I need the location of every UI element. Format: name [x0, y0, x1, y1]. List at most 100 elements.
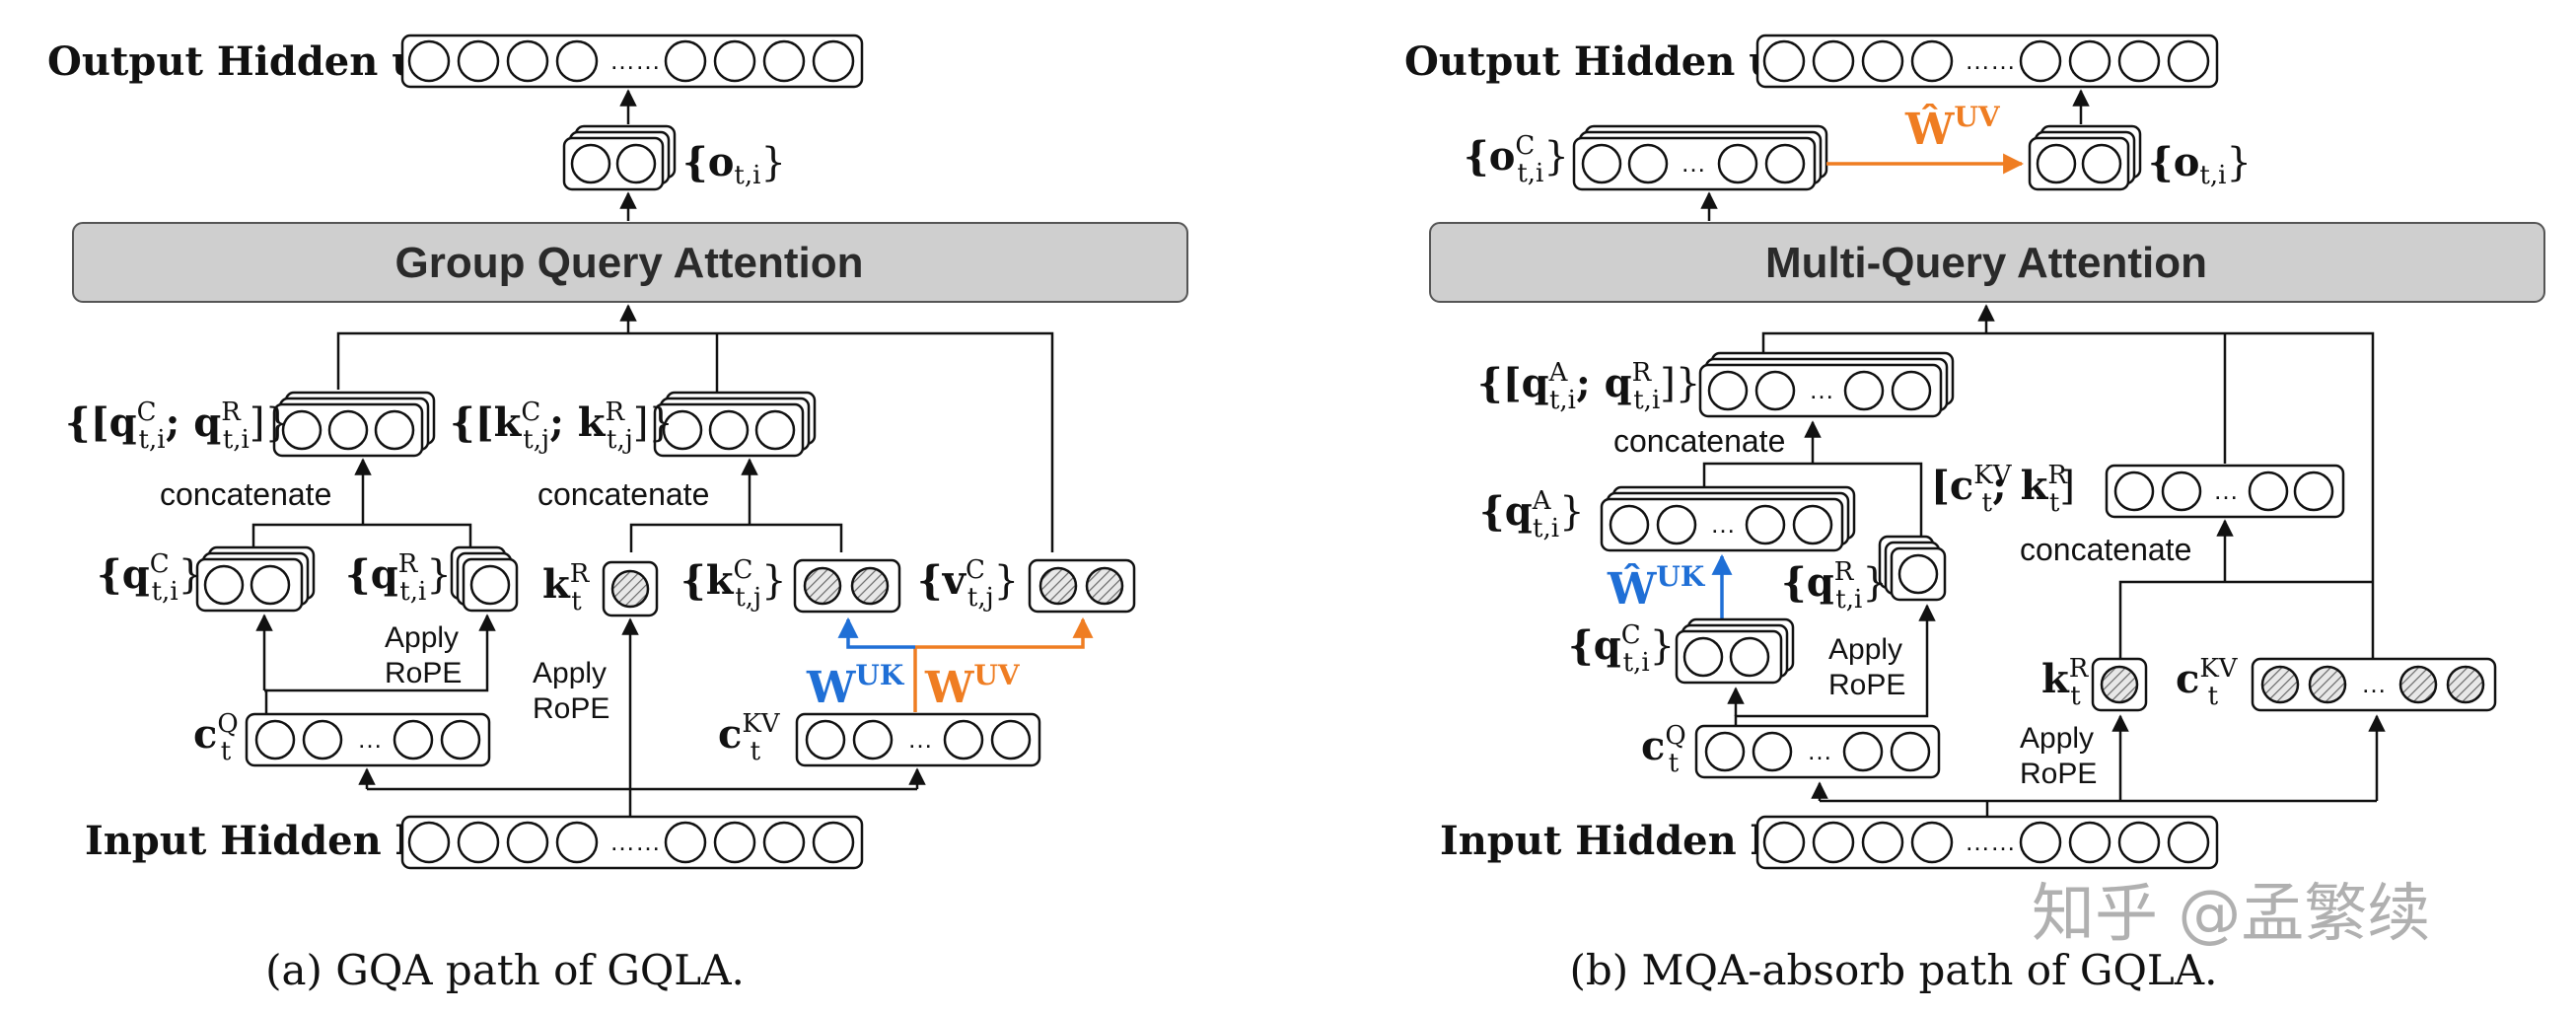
svg-text:ŴUV: ŴUV: [1904, 101, 2001, 155]
svg-text:kRt: kRt: [542, 559, 591, 616]
qa-ellipsis-b: …: [1710, 509, 1736, 539]
svg-text:{qRt,i}: {qRt,i}: [345, 549, 452, 607]
gqa-title: Group Query Attention: [394, 239, 863, 287]
qc-label-a: {q: [97, 551, 150, 598]
svg-text:ŴUK: ŴUK: [1607, 560, 1706, 615]
apply-rope-q-a-2: RoPE: [385, 657, 462, 689]
apply-rope-q-b-2: RoPE: [1828, 669, 1905, 701]
qr-stack-b: [1878, 535, 1947, 602]
svg-text:Output Hidden ut: Output Hidden ut: [1404, 38, 1789, 90]
k-concat-label-a: {[k: [450, 399, 523, 446]
svg-text:cQt: cQt: [193, 709, 239, 766]
ckv-label-b: c: [2176, 656, 2199, 702]
oc-stack-b: …: [1572, 124, 1828, 191]
ckv-vector-b: [2251, 657, 2497, 712]
qa-concat-ellipsis-b: …: [1809, 375, 1834, 404]
watermark: 知乎 @孟繁续: [2032, 878, 2430, 951]
panel-b: Output Hidden ut …… … {oCt,i} ŴUV {ot,i}: [1404, 34, 2545, 994]
w-uv-hat-b: Ŵ: [1904, 103, 1955, 155]
concatenate-q-a: concatenate: [160, 476, 331, 512]
cq-ellipsis-b: …: [1807, 736, 1832, 765]
qa-stack-b: …: [1600, 485, 1856, 552]
output-hidden-label-b: Output Hidden u: [1404, 38, 1777, 85]
svg-text:{ot,i}: {ot,i}: [2148, 139, 2252, 190]
svg-text:{vCt,j}: {vCt,j}: [917, 555, 1019, 613]
svg-text:{[kCt,j; kRt,j]}: {[kCt,j; kRt,j]}: [450, 398, 674, 455]
kc-label-a: {k: [680, 557, 735, 604]
cq-ellipsis-a: …: [357, 724, 383, 754]
q-concat-label-a: {[q: [65, 399, 137, 446]
qa-concat-stack-b: …: [1698, 351, 1955, 418]
o-label-a: {o: [682, 139, 734, 185]
qa-concat-label-b: {[q: [1477, 360, 1549, 406]
ckv-ellipsis-a: …: [907, 724, 933, 754]
input-hidden-label-a: Input Hidden h: [85, 818, 424, 864]
qr-label-a: {q: [345, 551, 398, 598]
ckv-kr-label-b: [c: [1931, 463, 1973, 509]
qc-stack-a: [195, 545, 316, 613]
o-sub-a: t,i: [734, 161, 760, 190]
svg-text:{[qAt,i; qRt,i]}: {[qAt,i; qRt,i]}: [1477, 358, 1700, 415]
cq-label-a: c: [193, 711, 217, 758]
ckv-ellipsis-b: …: [2361, 669, 2387, 698]
ckv-kr-vector-b: [2105, 464, 2345, 519]
svg-text:{oCt,i}: {oCt,i}: [1464, 131, 1569, 188]
o-label-b: {o: [2148, 139, 2199, 185]
qr-label-b: {q: [1781, 559, 1834, 606]
svg-text:{qCt,i}: {qCt,i}: [97, 549, 203, 607]
input-hidden-label-b: Input Hidden h: [1440, 818, 1779, 864]
o-close-a: }: [760, 140, 785, 185]
apply-rope-k-b-2: RoPE: [2020, 758, 2097, 790]
o-stack-a: {ot,i}: [562, 124, 786, 191]
kr-label-b: k: [2041, 656, 2070, 702]
apply-rope-k-b-1: Apply: [2020, 722, 2094, 755]
mqa-title: Multi-Query Attention: [1765, 239, 2207, 287]
w-uk-hat-b: Ŵ: [1607, 562, 1657, 615]
qr-stack-a: [450, 545, 519, 613]
vc-label-a: {v: [917, 557, 967, 604]
qc-label-b: {q: [1568, 622, 1621, 669]
w-uv-a: W: [924, 663, 974, 713]
output-hidden-a: Output Hidden ut ……: [47, 34, 864, 90]
kr-node-a: [610, 569, 650, 609]
svg-text:cQt: cQt: [1641, 721, 1686, 778]
q-concat-stack-a: [272, 391, 436, 458]
mqa-block: [1429, 222, 2545, 303]
concatenate-q-b: concatenate: [1613, 423, 1785, 459]
panel-a: Output Hidden ut …… {ot,i} Group Query A…: [47, 34, 1188, 994]
apply-rope-q-b-1: Apply: [1828, 633, 1902, 666]
svg-text:{qAt,i}: {qAt,i}: [1479, 486, 1585, 543]
kr-label-a: k: [542, 561, 571, 608]
svg-text:{qCt,i}: {qCt,i}: [1568, 620, 1675, 678]
oc-label-b: {o: [1464, 133, 1515, 180]
apply-rope-k-a-2: RoPE: [533, 692, 609, 725]
gqa-block: [72, 222, 1188, 303]
ckv-kr-ellipsis-b: …: [2213, 475, 2239, 505]
o-stack-b: [2028, 124, 2142, 191]
svg-text:{ot,i}: {ot,i}: [682, 139, 786, 190]
apply-rope-k-a-1: Apply: [533, 657, 607, 689]
svg-text:WUK: WUK: [806, 659, 905, 713]
output-hidden-ellipsis-b: ……: [1965, 45, 2016, 75]
svg-text:{[qCt,i; qRt,i]}: {[qCt,i; qRt,i]}: [65, 398, 290, 455]
oc-ellipsis-b: …: [1681, 148, 1706, 178]
output-hidden-nodes: [407, 39, 855, 83]
concatenate-k-a: concatenate: [537, 476, 709, 512]
k-concat-stack-a: [653, 391, 817, 458]
svg-text:WUV: WUV: [924, 659, 1021, 713]
caption-b: (b) MQA-absorb path of GQLA.: [1570, 946, 2218, 994]
svg-text:Output Hidden ut: Output Hidden ut: [47, 38, 432, 90]
svg-text:{qRt,i}: {qRt,i}: [1781, 557, 1888, 615]
qa-label-b: {q: [1479, 488, 1533, 535]
svg-text:Input Hidden ht: Input Hidden ht: [1440, 818, 1791, 869]
apply-rope-q-a-1: Apply: [385, 621, 459, 654]
caption-a: (a) GQA path of GQLA.: [265, 946, 745, 994]
svg-text:kRt: kRt: [2041, 654, 2090, 711]
output-hidden-label: Output Hidden u: [47, 38, 420, 85]
output-hidden-ellipsis: ……: [609, 45, 661, 75]
input-hidden-ellipsis-b: ……: [1965, 827, 2016, 856]
w-uk-a: W: [806, 663, 856, 713]
